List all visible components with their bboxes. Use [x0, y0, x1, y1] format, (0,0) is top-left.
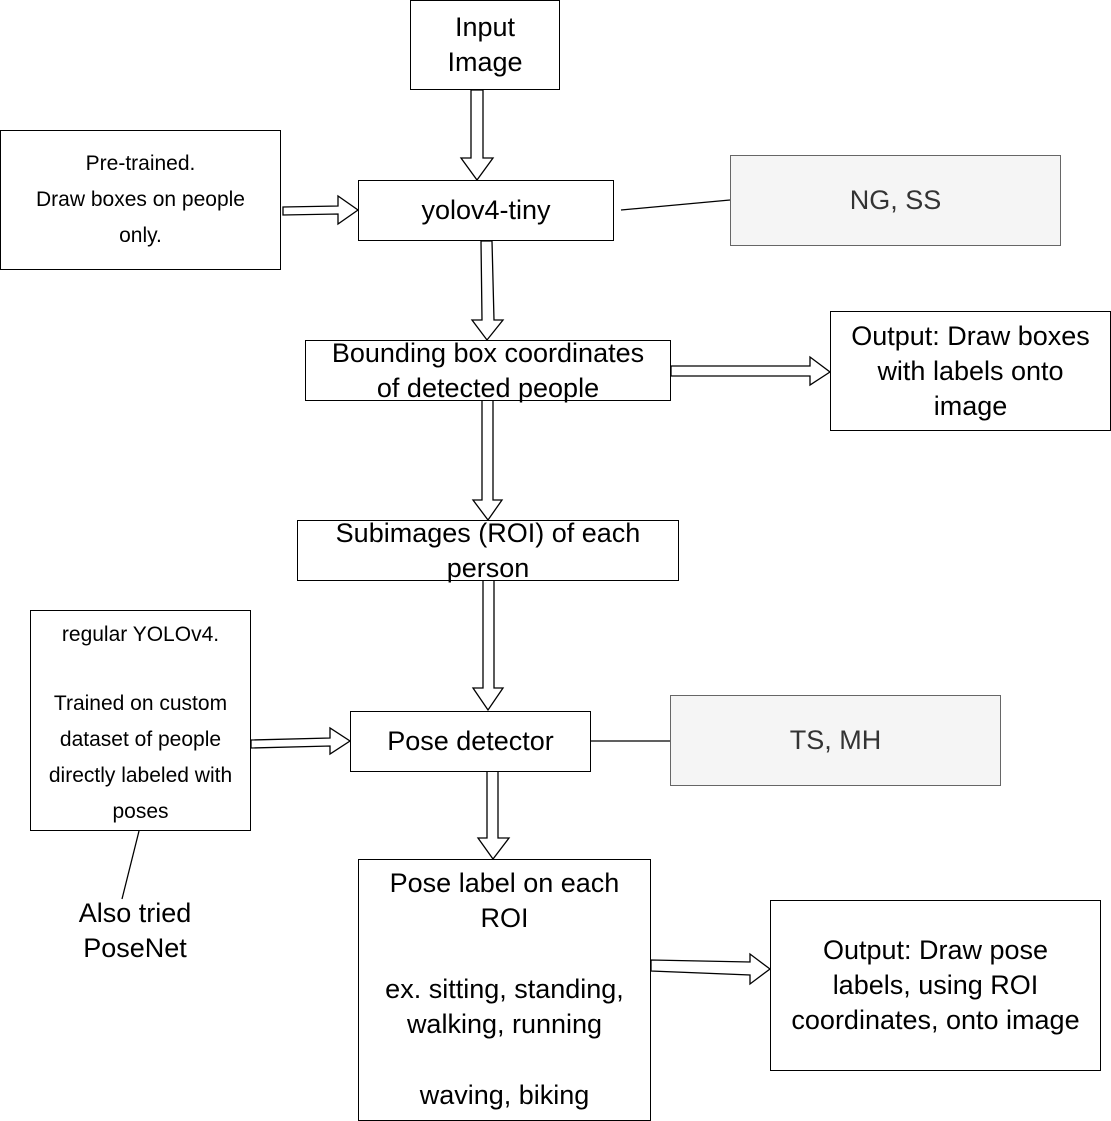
node-text: Pose label on each: [389, 868, 620, 898]
node-text: person: [446, 552, 530, 583]
ts-mh-label-node: TS, MH: [670, 695, 1001, 786]
arrow-pose-detector-to-pose-label: [476, 770, 511, 861]
node-text: Pre-trained.: [85, 152, 196, 175]
ng-ss-label-node: NG, SS: [730, 155, 1061, 246]
subimages-roi-node: Subimages (ROI) of each person: [297, 518, 679, 583]
output-draw-pose-node: Output: Draw pose labels, using ROI coor…: [770, 900, 1101, 1071]
link-regular-yolo-to-also-tried: [121, 830, 140, 900]
regular-yolov4-note-node: regular YOLOv4. Trained on custom datase…: [30, 610, 251, 831]
node-text: waving, biking: [419, 1080, 590, 1110]
note-text: PoseNet: [83, 933, 187, 963]
node-text: directly labeled with: [48, 764, 233, 787]
node-text: poses: [112, 800, 169, 823]
node-text: ROI: [480, 903, 529, 933]
note-text: Also tried: [78, 898, 192, 928]
node-text: Trained on custom: [53, 692, 228, 715]
arrow-yolo-tiny-to-bbox: [470, 240, 505, 342]
node-text: Subimages (ROI) of each: [335, 517, 641, 548]
node-text: NG, SS: [849, 185, 942, 215]
yolov4-tiny-node: yolov4-tiny: [358, 180, 614, 241]
node-text: walking, running: [406, 1009, 603, 1039]
node-text: only.: [119, 224, 162, 247]
also-tried-posenet-note: Also tried PoseNet: [50, 896, 220, 966]
output-draw-boxes-node: Output: Draw boxes with labels onto imag…: [830, 311, 1111, 431]
node-text: yolov4-tiny: [421, 195, 551, 225]
link-yolo-tiny-to-ng-ss: [620, 199, 731, 211]
node-text: regular YOLOv4.: [61, 623, 220, 646]
arrow-bbox-to-subimages: [471, 399, 504, 522]
node-text: Draw boxes on people: [36, 188, 245, 211]
node-text: Pose detector: [387, 726, 554, 756]
node-text: Output: Draw boxes: [851, 320, 1090, 351]
node-text: Bounding box coordinates: [331, 337, 645, 368]
pose-label-node: Pose label on each ROI ex. sitting, stan…: [358, 859, 651, 1121]
node-text: labels, using ROI: [832, 970, 1039, 1000]
pose-detector-node: Pose detector: [350, 711, 591, 772]
arrow-bbox-to-output: [670, 355, 832, 387]
pretrained-note-node: Pre-trained. Draw boxes on people only.: [0, 130, 281, 270]
arrow-pose-label-to-output: [650, 952, 772, 986]
node-text: Input: [454, 12, 516, 42]
bounding-box-coords-node: Bounding box coordinates of detected peo…: [305, 338, 671, 403]
node-text: Output: Draw pose: [822, 935, 1049, 965]
node-text: dataset of people: [59, 728, 222, 751]
arrow-regular-yolo-to-pose-detector: [250, 726, 352, 756]
node-text: Image: [447, 47, 523, 77]
arrow-pretrained-to-yolo-tiny: [282, 194, 360, 226]
node-text: with labels onto: [877, 355, 1064, 386]
input-image-node: Input Image: [410, 0, 560, 90]
node-text: image: [933, 390, 1008, 421]
node-text: coordinates, onto image: [791, 1005, 1080, 1035]
arrow-input-to-yolo-tiny: [459, 89, 495, 182]
node-text: TS, MH: [789, 725, 882, 755]
arrow-subimages-to-pose-detector: [471, 579, 505, 712]
node-text: ex. sitting, standing,: [385, 974, 624, 1004]
node-text: of detected people: [376, 372, 600, 403]
